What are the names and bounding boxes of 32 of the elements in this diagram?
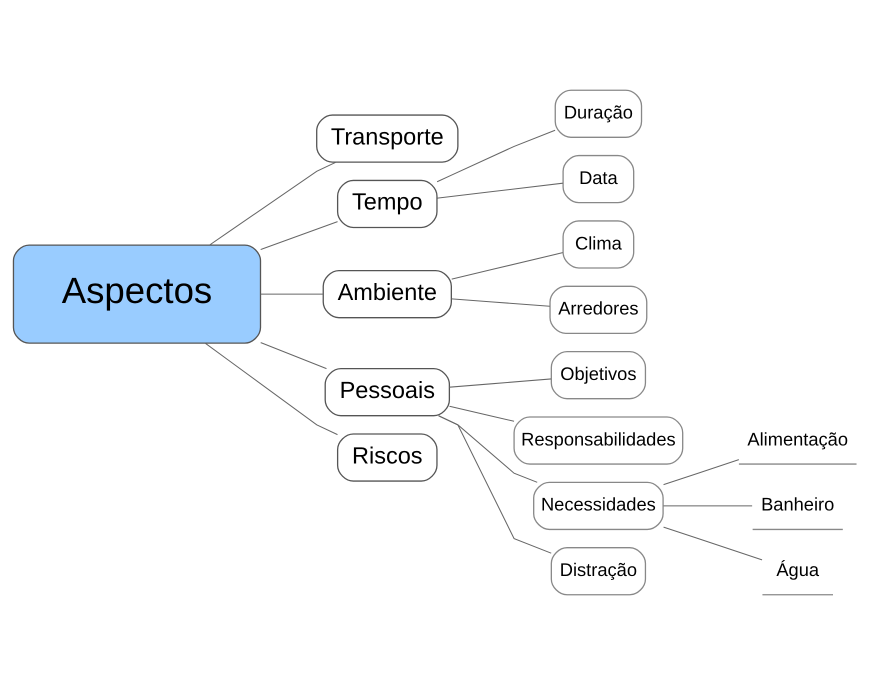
node-box: Pessoais bbox=[324, 367, 450, 416]
connector bbox=[436, 129, 556, 182]
node-text: Água bbox=[776, 558, 820, 580]
node-box: Arredores bbox=[549, 285, 648, 334]
node-text: Alimentação bbox=[747, 428, 848, 449]
node-box: Necessidades bbox=[533, 481, 664, 530]
connector bbox=[449, 378, 552, 388]
node-box: Transporte bbox=[316, 114, 459, 162]
node-box: Data bbox=[562, 154, 634, 203]
connector bbox=[663, 458, 740, 485]
node-box: Aspectos bbox=[12, 244, 262, 344]
node-box: Distração bbox=[550, 546, 646, 595]
connector bbox=[204, 342, 338, 435]
connector bbox=[260, 293, 323, 294]
node-box: Ambiente bbox=[322, 269, 452, 318]
connector bbox=[452, 252, 563, 280]
node-box: Responsabilidades bbox=[513, 416, 684, 464]
connector bbox=[260, 342, 327, 369]
node-box: Objetivos bbox=[550, 350, 646, 399]
connector bbox=[663, 526, 762, 560]
connector bbox=[449, 405, 514, 422]
connector bbox=[664, 504, 752, 506]
node-box: Duração bbox=[554, 89, 642, 138]
node-box: Tempo bbox=[336, 179, 438, 228]
connector bbox=[437, 182, 563, 198]
node-box: Clima bbox=[562, 220, 634, 268]
node-text: Banheiro bbox=[761, 493, 834, 514]
node-box: Riscos bbox=[336, 432, 438, 482]
connector bbox=[452, 298, 550, 306]
connector bbox=[438, 414, 552, 554]
connector bbox=[260, 220, 338, 250]
connector bbox=[210, 161, 336, 245]
